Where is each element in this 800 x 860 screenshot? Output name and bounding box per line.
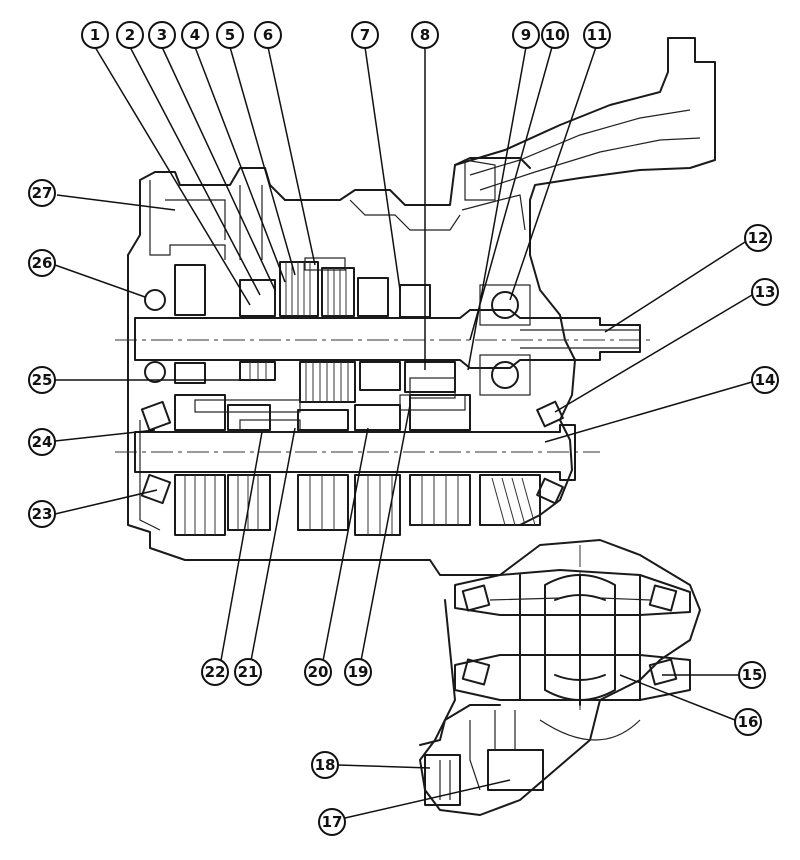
callout-19-label: 19 xyxy=(348,663,369,681)
callout-9: 9 xyxy=(512,21,540,49)
lower-gear-cluster xyxy=(174,394,541,536)
callout-17-label: 17 xyxy=(322,813,343,831)
callout-26-label: 26 xyxy=(32,254,53,272)
callout-14: 14 xyxy=(751,366,779,394)
callout-4: 4 xyxy=(181,21,209,49)
callout-8-label: 8 xyxy=(420,26,430,44)
callout-11-label: 11 xyxy=(587,26,608,44)
callout-7-label: 7 xyxy=(360,26,370,44)
callout-16: 16 xyxy=(734,708,762,736)
callout-20: 20 xyxy=(304,658,332,686)
callout-18: 18 xyxy=(311,751,339,779)
callout-27-label: 27 xyxy=(32,184,53,202)
callout-6: 6 xyxy=(254,21,282,49)
callout-4-label: 4 xyxy=(190,26,200,44)
callout-3-label: 3 xyxy=(157,26,167,44)
callout-11: 11 xyxy=(583,21,611,49)
callout-6-label: 6 xyxy=(263,26,273,44)
callout-3: 3 xyxy=(148,21,176,49)
callout-19: 19 xyxy=(344,658,372,686)
callout-15: 15 xyxy=(738,661,766,689)
callout-23-label: 23 xyxy=(32,505,53,523)
callout-15-label: 15 xyxy=(742,666,763,684)
transmission-housing-drawing xyxy=(115,37,716,816)
callout-1: 1 xyxy=(81,21,109,49)
differential-assembly xyxy=(454,569,691,706)
callout-20-label: 20 xyxy=(308,663,329,681)
callout-10-label: 10 xyxy=(545,26,566,44)
callout-2-label: 2 xyxy=(125,26,135,44)
callout-23: 23 xyxy=(28,500,56,528)
callout-18-label: 18 xyxy=(315,756,336,774)
callout-5-label: 5 xyxy=(225,26,235,44)
callout-2: 2 xyxy=(116,21,144,49)
callout-5: 5 xyxy=(216,21,244,49)
leader-lines xyxy=(54,46,753,819)
lower-case xyxy=(419,704,641,806)
upper-gear-cluster xyxy=(174,257,456,403)
callout-12: 12 xyxy=(744,224,772,252)
callout-9-label: 9 xyxy=(521,26,531,44)
callout-24: 24 xyxy=(28,428,56,456)
callout-14-label: 14 xyxy=(755,371,776,389)
callout-22-label: 22 xyxy=(205,663,226,681)
callout-27: 27 xyxy=(28,179,56,207)
callout-21: 21 xyxy=(234,658,262,686)
callout-13-label: 13 xyxy=(755,283,776,301)
callout-25-label: 25 xyxy=(32,371,53,389)
callout-bubbles: 1 2 3 4 5 6 7 8 9 10 11 12 13 14 15 16 1… xyxy=(28,21,779,836)
callout-21-label: 21 xyxy=(238,663,259,681)
callout-8: 8 xyxy=(411,21,439,49)
callout-13: 13 xyxy=(751,278,779,306)
callout-16-label: 16 xyxy=(738,713,759,731)
callout-12-label: 12 xyxy=(748,229,769,247)
callout-24-label: 24 xyxy=(32,433,53,451)
lower-bearings xyxy=(140,400,564,505)
callout-17: 17 xyxy=(318,808,346,836)
callout-1-label: 1 xyxy=(90,26,100,44)
callout-26: 26 xyxy=(28,249,56,277)
callout-22: 22 xyxy=(201,658,229,686)
callout-25: 25 xyxy=(28,366,56,394)
callout-10: 10 xyxy=(541,21,569,49)
callout-7: 7 xyxy=(351,21,379,49)
